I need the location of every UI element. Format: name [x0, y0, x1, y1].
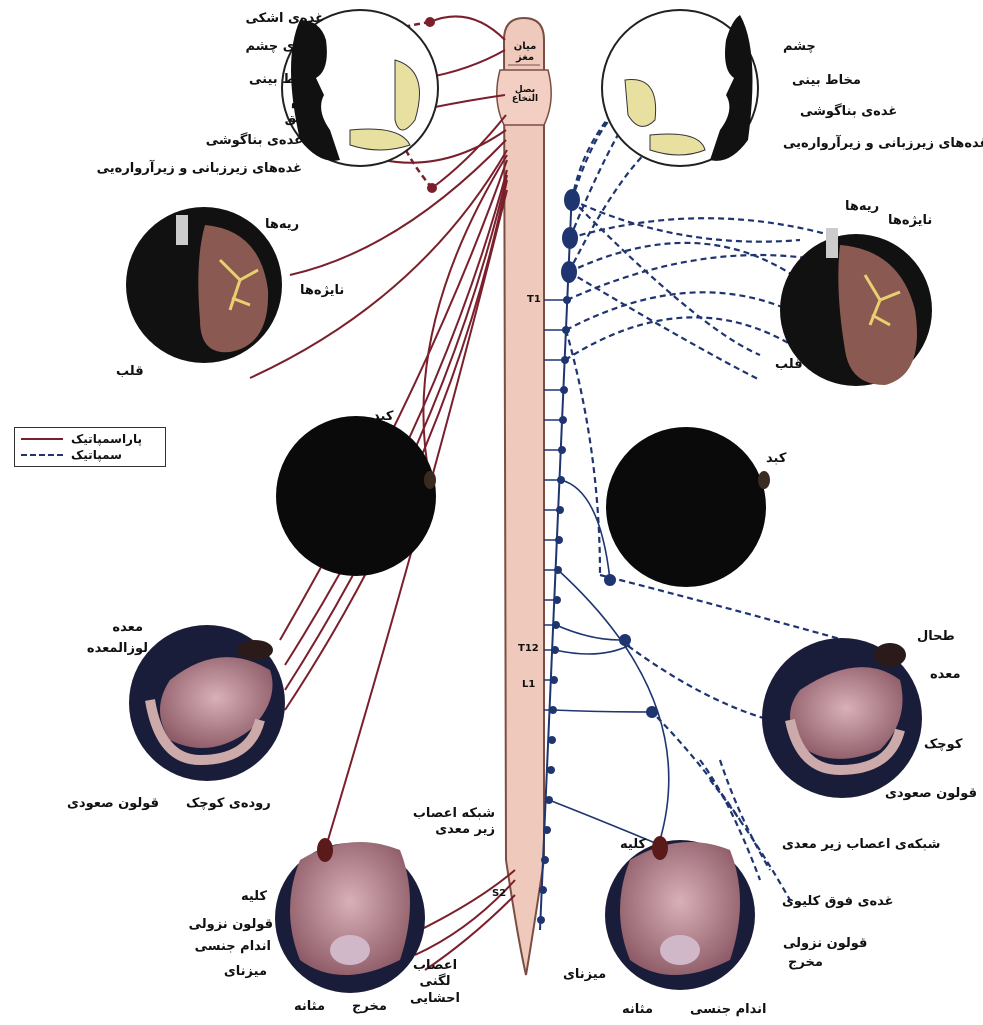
label-nasal-mucosa-left: مخاط بینی — [249, 73, 318, 86]
legend-item-sympathetic: سمپاتیک — [21, 448, 122, 462]
label-eye-right: چشم — [783, 40, 816, 53]
label-ascending-colon-left: قولون صعودی — [67, 797, 159, 810]
label-adrenal-gland: غده‌ی فوق کلیوی — [782, 895, 894, 908]
right-stomach-illustration — [762, 638, 922, 798]
left-lung-illustration — [126, 207, 282, 363]
segment-s2: S2 — [492, 889, 506, 899]
left-stomach-illustration — [129, 625, 285, 781]
segment-t1: T1 — [527, 295, 541, 305]
label-plexus-left: شبکه اعصاب زیر معدی — [400, 806, 495, 839]
label-plexus-right: شبکه‌ی اعصاب زیر معدی — [782, 838, 940, 851]
label-eyeball: کره‌ی چشم — [245, 40, 318, 53]
left-head-illustration — [282, 10, 438, 166]
label-lungs-right: ریه‌ها — [845, 200, 879, 213]
parasympathetic-swatch — [21, 438, 63, 440]
label-pharynx: حلق — [285, 112, 311, 125]
label-bladder-right: مثانه — [622, 1003, 653, 1016]
label-parotid-left: غده‌ی بناگوشی — [206, 134, 303, 147]
label-bladder-left: مثانه — [294, 1000, 325, 1013]
label-salivary-right: غده‌های زیرزبانی و زیرآرواره‌یی — [783, 137, 983, 150]
label-genitals-left: اندام جنسی — [195, 940, 271, 953]
medulla-label: بصل النخاع — [505, 86, 545, 105]
segment-t12: T12 — [518, 644, 539, 654]
label-nasal-mucosa-right: مخاط بینی — [792, 74, 861, 87]
sympathetic-prevertebral-ganglia — [604, 574, 658, 718]
label-ascending-colon-right: قولون صعودی — [885, 787, 977, 800]
label-ureter-right: میزنای — [563, 968, 606, 981]
label-parotid-right: غده‌ی بناگوشی — [800, 105, 897, 118]
label-genitals-right: اندام جنسی — [690, 1003, 766, 1016]
label-heart-left: قلب — [116, 365, 144, 378]
label-lungs-left: ریه‌ها — [265, 218, 299, 231]
legend-label-sympathetic: سمپاتیک — [71, 448, 122, 462]
right-lung-illustration — [780, 228, 932, 386]
label-anus-left: مخرج — [352, 1000, 387, 1013]
label-salivary-left: غده‌های زیرزبانی و زیرآرواره‌یی — [97, 162, 302, 175]
right-pelvis-illustration — [605, 836, 755, 990]
legend: پاراسمپاتیک سمپاتیک — [14, 427, 166, 467]
label-bronchi-left: نایژه‌ها — [300, 284, 344, 297]
legend-label-parasympathetic: پاراسمپاتیک — [71, 432, 142, 446]
sympathetic-swatch — [21, 454, 63, 456]
label-small-intestine-left: روده‌ی کوچک — [186, 797, 271, 810]
label-heart-right: قلب — [775, 358, 803, 371]
label-spleen: طحال — [917, 630, 955, 643]
right-liver-circle — [606, 427, 766, 587]
spinal-cord — [504, 18, 544, 975]
label-pancreas: لوزالمعده — [87, 642, 148, 655]
label-palate: کام — [291, 95, 313, 108]
label-stomach-left: معده — [112, 621, 143, 634]
label-descending-colon-left: قولون نزولی — [189, 918, 273, 931]
label-liver-right: کبد — [766, 452, 786, 465]
label-kidney-left: کلیه — [241, 890, 267, 903]
right-head-illustration — [602, 10, 758, 166]
label-bronchi-right: نایژه‌ها — [888, 214, 932, 227]
midbrain-label: میان مغز — [505, 42, 545, 63]
label-pelvic-nerves: اعصاب لگنی احشایی — [400, 958, 470, 1007]
label-stomach-right: معده — [930, 668, 961, 681]
label-descending-colon-right: قولون نزولی — [783, 937, 867, 950]
label-small-intestine-right: کوچک — [924, 738, 962, 751]
label-lacrimal-gland: غده‌ی اشکی — [246, 12, 324, 25]
label-liver-left: کبد — [373, 410, 393, 423]
label-ureter-left: میزنای — [224, 965, 267, 978]
segment-l1: L1 — [522, 680, 535, 690]
label-kidney-right: کلیه — [620, 838, 646, 851]
legend-item-parasympathetic: پاراسمپاتیک — [21, 432, 142, 446]
label-anus-right: مخرج — [788, 956, 823, 969]
left-liver-circle — [276, 416, 436, 576]
